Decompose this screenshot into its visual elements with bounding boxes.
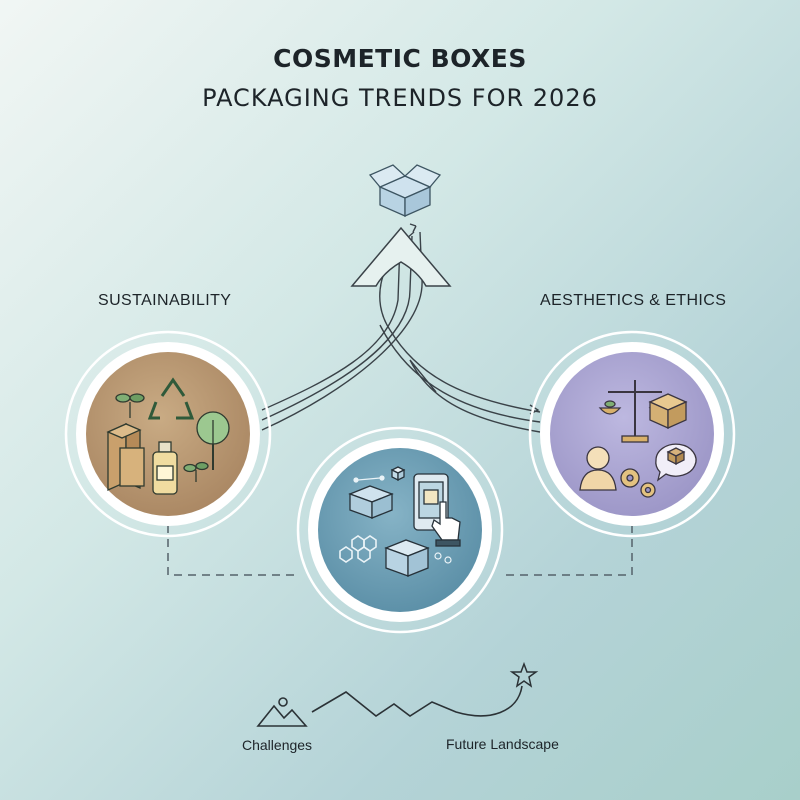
arrow-head	[350, 226, 452, 287]
page-title: COSMETIC BOXES	[273, 44, 527, 73]
tree-icon	[196, 411, 230, 470]
iso-box-bottom-icon	[384, 539, 430, 577]
sustainability-label: SUSTAINABILITY	[98, 292, 232, 309]
hexagon-network-icon	[339, 535, 377, 563]
mountain-icon	[256, 697, 308, 727]
small-cube-icon	[390, 466, 406, 482]
aesthetics-circle	[528, 330, 736, 538]
aesthetics-ethics-label: AESTHETICS & ETHICS	[540, 292, 727, 309]
recycle-icon	[147, 377, 195, 420]
small-plant-icon	[183, 461, 209, 482]
gear-icon	[620, 468, 656, 498]
page-subtitle: PACKAGING TRENDS FOR 2026	[202, 84, 598, 112]
network-lines	[353, 475, 452, 564]
eco-icons	[106, 377, 230, 495]
ethics-icons	[579, 380, 697, 498]
iso-box-top-icon	[348, 485, 394, 519]
star-icon	[509, 661, 539, 688]
bottle-icon	[152, 441, 178, 495]
dashed-connectors	[167, 525, 633, 576]
ethics-box-icon	[648, 393, 688, 430]
open-box-icon	[368, 164, 442, 217]
sprout-icon	[115, 393, 145, 418]
hand-pointer-icon	[431, 501, 461, 547]
person-icon	[579, 446, 617, 491]
technology-circle	[296, 426, 504, 634]
tech-icons	[339, 466, 461, 577]
timeline-path	[311, 685, 523, 717]
challenges-label: Challenges	[242, 737, 313, 753]
box-stack-icon	[106, 422, 145, 492]
sustainability-circle	[64, 330, 272, 538]
future-landscape-label: Future Landscape	[446, 736, 559, 752]
speech-bubble-icon	[655, 443, 697, 482]
